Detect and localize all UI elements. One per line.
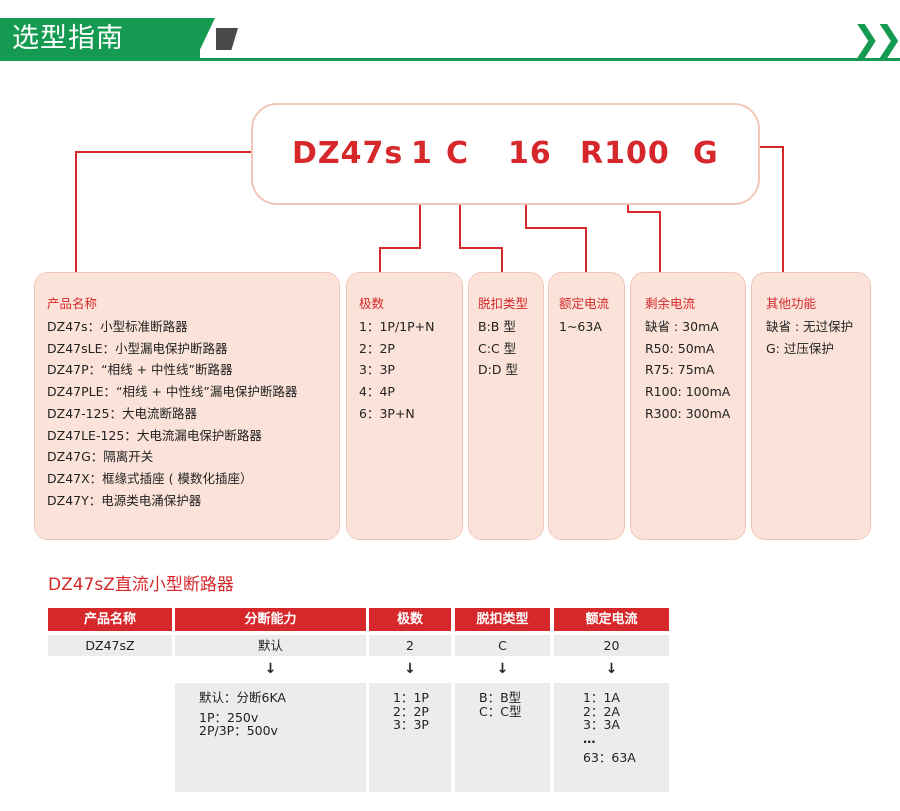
dc-detail-line: 1P：250v: [199, 709, 259, 725]
dc-detail-line: 3：3P: [393, 717, 429, 732]
other-function-title: 其他功能: [766, 296, 817, 311]
code-poles: 1: [411, 136, 433, 171]
poles-item: 4：4P: [359, 384, 395, 400]
residual-current-box: 剩余电流 缺省 : 30mA R50: 50mA R75: 75mA R100:…: [630, 272, 746, 540]
code-trip: C: [446, 136, 470, 171]
dc-detail-line: 2P/3P：500v: [199, 723, 278, 738]
double-chevron-icon: ❯❯: [852, 19, 900, 59]
dc-detail-line: …: [583, 730, 596, 746]
poles-item: 3：3P: [359, 362, 395, 378]
rated-current-title: 额定电流: [559, 296, 610, 311]
product-name-box: 产品名称 DZ47s：小型标准断路器 DZ47sLE：小型漏电保护断路器 DZ4…: [34, 272, 340, 540]
residual-current-item: 缺省 : 30mA: [645, 319, 719, 334]
residual-current-item: R50: 50mA: [645, 340, 715, 356]
header-rule: [0, 58, 900, 61]
code-current: 16: [508, 136, 552, 171]
other-function-item: 缺省 : 无过保护: [766, 319, 854, 334]
code-series: DZ47s: [292, 136, 404, 171]
product-name-title: 产品名称: [47, 296, 98, 311]
trip-type-item: D:D 型: [478, 362, 518, 378]
header-slant: [195, 18, 215, 60]
product-item: DZ47sLE：小型漏电保护断路器: [47, 340, 228, 356]
dc-cell-product: DZ47sZ: [48, 635, 172, 656]
product-item: DZ47PLE：“相线 + 中性线”漏电保护断路器: [47, 384, 298, 400]
poles-item: 6：3P+N: [359, 405, 415, 421]
other-function-box: 其他功能 缺省 : 无过保护 G: 过压保护: [751, 272, 871, 540]
product-item: DZ47P：“相线 + 中性线”断路器: [47, 362, 233, 378]
dc-header-rated: 额定电流: [554, 608, 669, 631]
poles-title: 极数: [359, 296, 385, 311]
page-title: 选型指南: [12, 23, 124, 54]
product-item: DZ47-125：大电流断路器: [47, 405, 197, 421]
dc-section-title: DZ47sZ直流小型断路器: [48, 575, 234, 595]
model-code-frame: [251, 103, 760, 205]
dc-detail-line: C：C型: [479, 703, 522, 719]
down-arrow-icon: ↓: [404, 661, 416, 677]
trip-type-box: 脱扣类型 B:B 型 C:C 型 D:D 型: [468, 272, 544, 540]
product-item: DZ47X：框缘式插座 ( 模数化插座）: [47, 470, 253, 486]
residual-current-item: R100: 100mA: [645, 384, 731, 400]
rated-current-item: 1~63A: [559, 319, 602, 334]
trip-type-item: B:B 型: [478, 319, 516, 334]
poles-item: 1：1P/1P+N: [359, 319, 435, 334]
residual-current-item: R75: 75mA: [645, 362, 715, 378]
trip-type-title: 脱扣类型: [478, 296, 529, 311]
header-accent: [216, 28, 238, 50]
dc-detail-line: 1：1P: [393, 690, 429, 705]
product-item: DZ47Y：电源类电涌保护器: [47, 492, 202, 508]
down-arrow-icon: ↓: [264, 661, 277, 677]
rated-current-box: 额定电流 1~63A: [548, 272, 625, 540]
code-residual: R100: [580, 136, 670, 171]
dc-detail-trip: B：B型 C：C型: [455, 683, 550, 792]
dc-detail-breaking: 默认：分断6KA 1P：250v 2P/3P：500v: [175, 683, 366, 792]
dc-header-product: 产品名称: [48, 608, 172, 631]
dc-cell-poles: 2: [369, 635, 451, 656]
residual-current-item: R300: 300mA: [645, 405, 731, 421]
dc-header-breaking: 分断能力: [175, 608, 366, 631]
dc-detail-line: 1：1A: [583, 690, 620, 705]
product-item: DZ47G：隔离开关: [47, 449, 154, 465]
product-item: DZ47LE-125：大电流漏电保护断路器: [47, 427, 262, 443]
poles-item: 2：2P: [359, 340, 395, 356]
dc-detail-line: 默认：分断6KA: [199, 690, 286, 705]
down-arrow-icon: ↓: [605, 661, 618, 677]
dc-detail-line: 2：2P: [393, 703, 429, 719]
product-item: DZ47s：小型标准断路器: [47, 319, 188, 334]
dc-detail-rated: 1：1A 2：2A 3：3A … 63：63A: [554, 683, 669, 792]
dc-header-poles: 极数: [369, 608, 451, 631]
code-extra: G: [693, 136, 719, 171]
header-bar: [0, 18, 200, 60]
dc-detail-line: B：B型: [479, 690, 522, 705]
dc-detail-poles: 1：1P 2：2P 3：3P: [369, 683, 451, 792]
down-arrow-icon: ↓: [496, 661, 509, 677]
dc-detail-line: 3：3A: [583, 717, 620, 732]
dc-detail-line: 2：2A: [583, 703, 620, 719]
residual-current-title: 剩余电流: [645, 296, 696, 311]
poles-box: 极数 1：1P/1P+N 2：2P 3：3P 4：4P 6：3P+N: [346, 272, 463, 540]
dc-header-trip: 脱扣类型: [455, 608, 550, 631]
dc-cell-trip: C: [455, 635, 550, 656]
dc-cell-breaking: 默认: [175, 635, 366, 656]
dc-detail-line: 63：63A: [583, 750, 636, 765]
trip-type-item: C:C 型: [478, 340, 517, 356]
other-function-item: G: 过压保护: [766, 340, 834, 356]
dc-cell-rated: 20: [554, 635, 669, 656]
